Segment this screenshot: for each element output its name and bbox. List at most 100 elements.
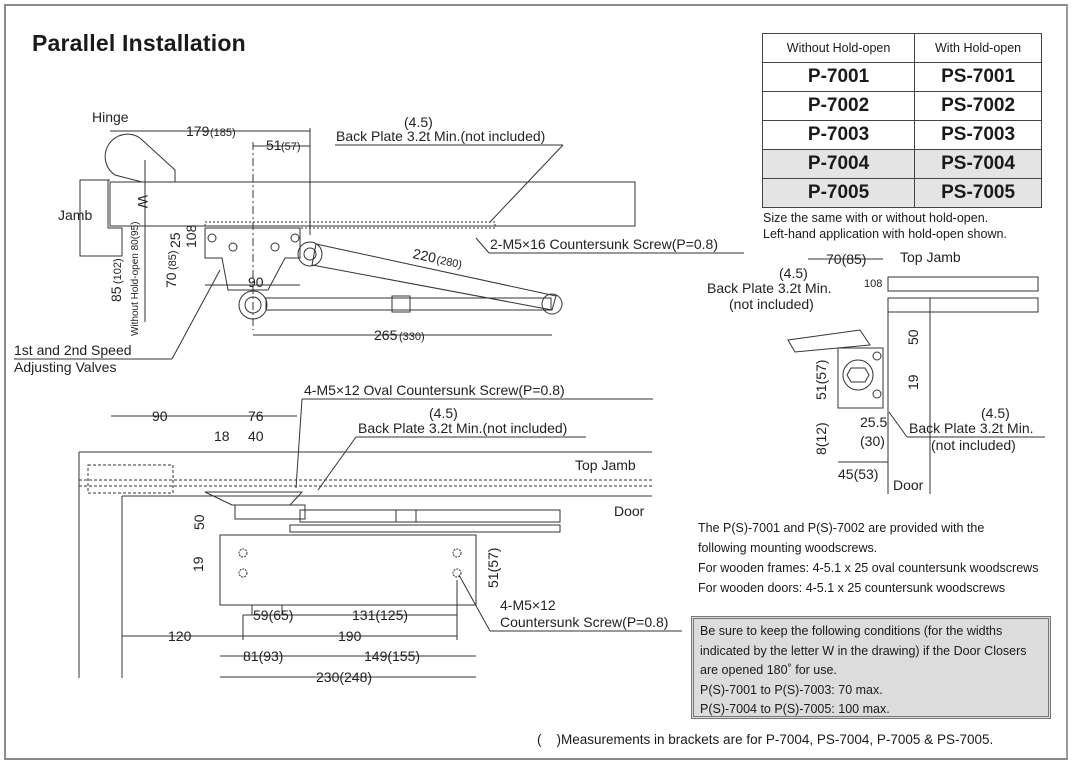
hinge-shape: [104, 133, 176, 183]
conditions-line: P(S)-7001 to P(S)-7003: 70 max.: [700, 682, 883, 697]
side-arm: [787, 329, 871, 353]
woodscrew-note-line: following mounting woodscrews.: [698, 541, 878, 555]
callout-leader: [489, 144, 564, 223]
conditions-line: are opened 180˚ for use.: [700, 663, 837, 677]
back-plate-outline: [204, 221, 496, 229]
side-dim-108: 108: [864, 278, 882, 290]
top-jamb-label: Top Jamb: [575, 457, 636, 473]
dim-51: 51(57): [485, 548, 501, 588]
back-plate-thk-2: (4.5): [429, 405, 458, 421]
side-dim-50: 50: [905, 329, 921, 345]
side-back-plate-2: (not included): [729, 296, 814, 312]
arm-pivot-inner: [303, 247, 317, 261]
side-dim-19: 19: [905, 374, 921, 390]
screw-hole: [238, 548, 248, 558]
screw-hole: [452, 568, 462, 578]
dim-80-note: Without Hold-open 80(95): [130, 221, 141, 336]
screw-callout-2a: 4-M5×12: [500, 597, 556, 613]
side-closer-body: [837, 347, 884, 409]
woodscrew-note-line: For wooden doors: 4-5.1 x 25 countersunk…: [698, 581, 1006, 595]
page-title: Parallel Installation: [32, 30, 246, 56]
dim-76: 76: [248, 408, 264, 424]
callout-leader: [458, 574, 491, 632]
side-dim-45: 45(53): [838, 466, 878, 482]
front-forearm: [289, 524, 561, 533]
door-slab: [109, 181, 636, 227]
model-cell: P-7002: [761, 91, 916, 121]
conditions-line: Be sure to keep the following conditions…: [700, 624, 1003, 638]
side-back-plate-thk: (4.5): [779, 265, 808, 281]
screw-head: [872, 389, 882, 399]
dim-85: 85: [108, 286, 124, 302]
footnote: ( )Measurements in brackets are for P-70…: [537, 732, 994, 747]
front-pivot: [234, 504, 306, 520]
arm-adjuster: [391, 295, 411, 313]
side-door: Door: [893, 477, 924, 493]
mounting-bracket: [204, 227, 301, 291]
callout-leader: [295, 398, 303, 489]
woodscrew-note-line: The P(S)-7001 and P(S)-7002 are provided…: [698, 521, 985, 535]
side-top-jamb-shape: [887, 276, 1039, 292]
front-bracket: [204, 491, 304, 506]
dim-18: 18: [214, 428, 230, 444]
table-note: Left-hand application with hold-open sho…: [763, 227, 1007, 241]
page-frame: [4, 4, 1068, 760]
back-plate-label: Back Plate 3.2t Min.(not included): [336, 128, 545, 144]
jamb-label: Jamb: [58, 207, 92, 223]
screw-hole: [207, 233, 217, 243]
dim-220-alt: (280): [435, 254, 463, 271]
dim-149: 149(155): [364, 648, 420, 664]
side-dim-25: 25.5: [860, 414, 887, 430]
table-notes: Size the same with or without hold-open.…: [763, 210, 1007, 242]
dim-265: 265: [374, 327, 398, 343]
hidden-outline: [87, 464, 174, 494]
side-view-drawing: 70(85) Top Jamb (4.5) Back Plate 3.2t Mi…: [707, 249, 1045, 494]
door-label: Door: [614, 503, 645, 519]
front-view-drawing: 4-M5×12 Oval Countersunk Screw(P=0.8) (4…: [78, 382, 682, 685]
woodscrew-note-line: For wooden frames: 4-5.1 x 25 oval count…: [698, 561, 1039, 575]
arm-pivot: [297, 241, 323, 267]
top-view-drawing: Hinge Jamb W 179 (185) 51 (57) (4.5) Bac…: [14, 109, 744, 375]
frame-outline: [78, 451, 652, 678]
header-without: Without Hold-open: [761, 33, 916, 63]
side-top-jamb: Top Jamb: [900, 249, 961, 265]
model-cell: P-7004: [761, 149, 916, 179]
dim-265-alt: (330): [399, 331, 425, 343]
hinge-label: Hinge: [92, 109, 129, 125]
dim-85-alt: (102): [112, 258, 124, 284]
dim-59: 59(65): [253, 607, 293, 623]
arm-end-pivot: [541, 293, 563, 315]
screw-hole: [228, 242, 238, 252]
dim-81: 81(93): [243, 648, 283, 664]
main-arm: [311, 243, 557, 311]
dim-220: 220: [411, 245, 437, 266]
model-cell: PS-7002: [914, 91, 1042, 121]
model-cell: P-7001: [761, 62, 916, 92]
front-adjuster: [395, 509, 417, 523]
callout-leader: [171, 269, 221, 360]
dim-90: 90: [152, 408, 168, 424]
forearm: [265, 297, 552, 311]
conditions-box: Be sure to keep the following conditions…: [691, 616, 1051, 719]
back-plate-label-2: Back Plate 3.2t Min.(not included): [358, 420, 567, 436]
callout-leader: [317, 436, 357, 491]
pinion-outer: [238, 290, 268, 320]
screw-hole: [238, 568, 248, 578]
screw-callout: 2-M5×16 Countersunk Screw(P=0.8): [490, 236, 718, 252]
dim-120: 120: [168, 628, 192, 644]
side-back-plate2-2: (not included): [931, 437, 1016, 453]
dim-50: 50: [191, 514, 207, 530]
dim-25: 25: [167, 232, 183, 248]
model-cell: P-7003: [761, 120, 916, 150]
dim-70-alt: (85): [167, 250, 179, 270]
side-back-plate2-thk: (4.5): [981, 405, 1010, 421]
side-back-plate-1: Back Plate 3.2t Min.: [707, 280, 832, 296]
model-cell: P-7005: [761, 178, 916, 208]
model-cell: PS-7001: [914, 62, 1042, 92]
side-dim-51: 51(57): [813, 360, 829, 400]
callout-leader: [475, 237, 490, 254]
hex-nut: [846, 367, 870, 383]
screw-hole: [290, 233, 300, 243]
screw-hole: [452, 548, 462, 558]
